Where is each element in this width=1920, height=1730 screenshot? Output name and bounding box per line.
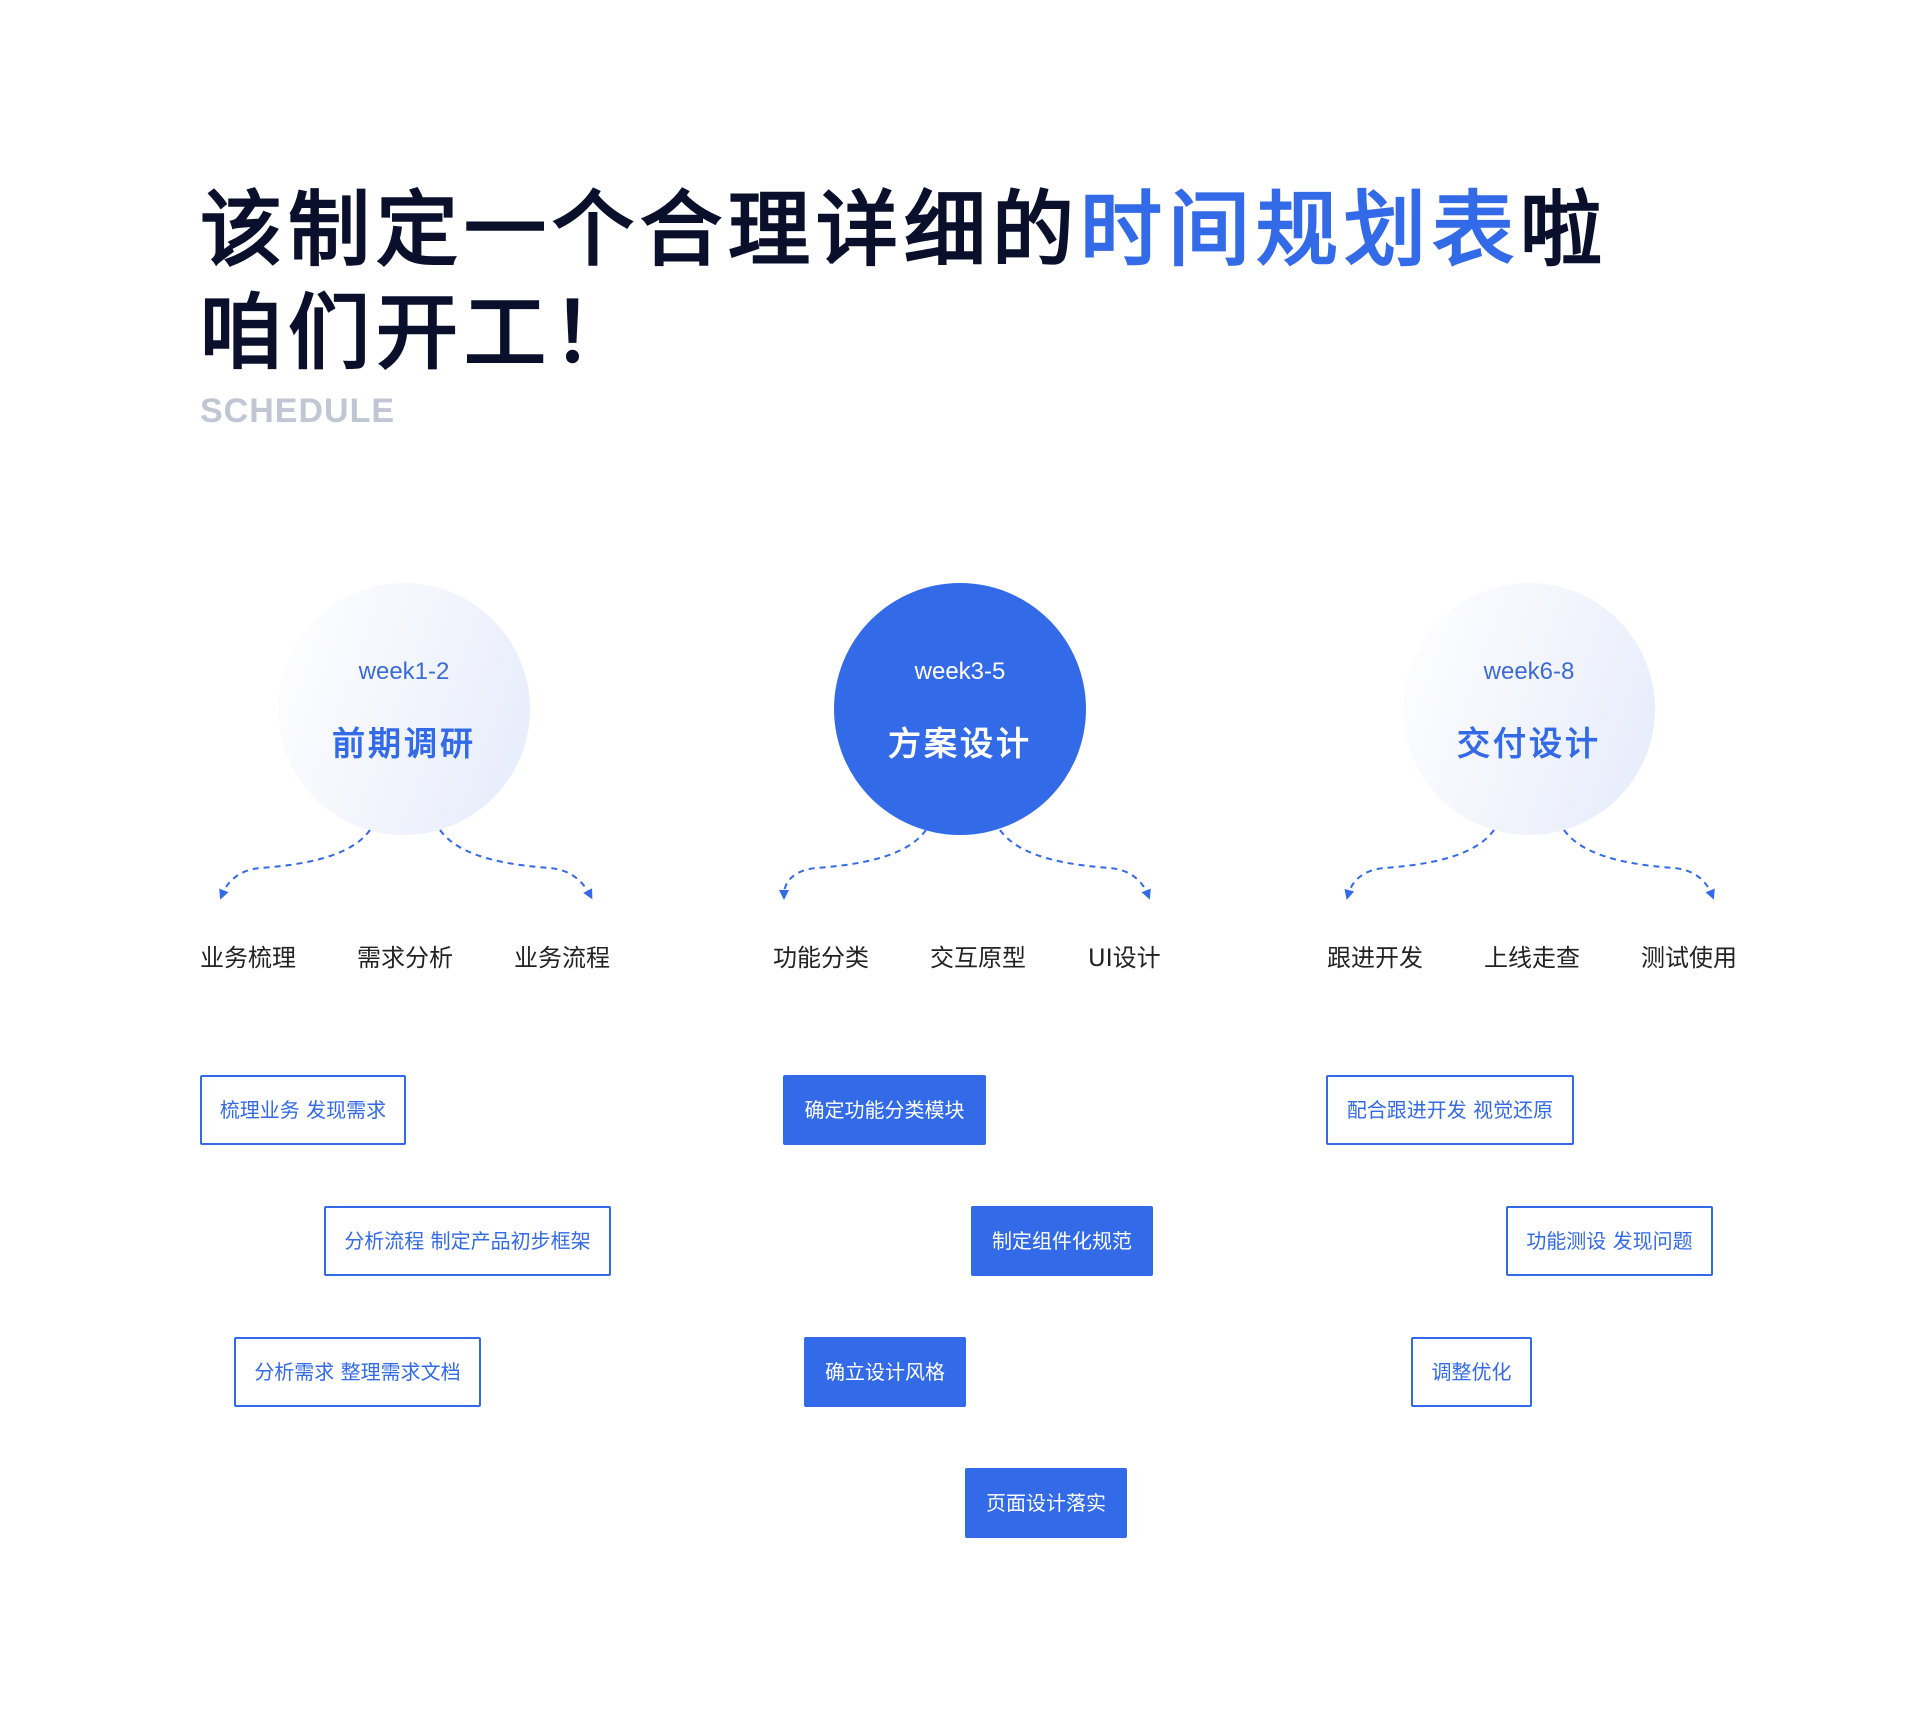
phase-subitem: 功能分类 — [773, 944, 869, 972]
phase-subitem: 测试使用 — [1641, 944, 1737, 972]
arrow-right-2 — [999, 829, 1151, 900]
arrow-left-2 — [779, 829, 927, 900]
page-title-line-1: 该制定一个合理详细的时间规划表啦 — [200, 190, 1608, 272]
title-suffix: 啦 — [1520, 183, 1609, 278]
task-box: 调整优化 — [1411, 1337, 1532, 1407]
phase-subitem: 业务流程 — [514, 944, 610, 972]
arrow-left-1 — [219, 829, 371, 900]
task-box-filled: 确定功能分类模块 — [783, 1075, 986, 1145]
phase-week-label: week3-5 — [914, 658, 1006, 685]
task-box: 梳理业务 发现需求 — [200, 1075, 406, 1145]
phase-circle-research: week1-2 前期调研 — [278, 583, 530, 835]
phase-subitem: 业务梳理 — [200, 944, 296, 972]
phase-subitem: 交互原型 — [930, 944, 1026, 972]
phase-name: 交付设计 — [1457, 724, 1601, 763]
task-box-filled: 制定组件化规范 — [971, 1206, 1153, 1276]
task-box: 分析流程 制定产品初步框架 — [324, 1206, 611, 1276]
task-box-filled: 确立设计风格 — [804, 1337, 966, 1407]
phase-subitem: 需求分析 — [357, 944, 453, 972]
title-prefix: 该制定一个合理详细的 — [200, 183, 1081, 278]
task-box: 配合跟进开发 视觉还原 — [1326, 1075, 1574, 1145]
phase-subitem: 上线走查 — [1484, 944, 1580, 972]
phase-name: 前期调研 — [332, 724, 476, 763]
title-highlight: 时间规划表 — [1080, 183, 1521, 278]
phase-circle-design: week3-5 方案设计 — [834, 583, 1086, 835]
phase-week-label: week1-2 — [358, 658, 450, 685]
phase-subitem: 跟进开发 — [1327, 944, 1423, 972]
task-box: 功能测设 发现问题 — [1506, 1206, 1713, 1276]
page-title-line-2: 咱们开工！ — [200, 286, 641, 381]
page-subtitle: SCHEDULE — [200, 392, 396, 430]
phase-name: 方案设计 — [888, 724, 1032, 763]
arrow-right-1 — [439, 829, 593, 900]
phase-circle-delivery: week6-8 交付设计 — [1403, 583, 1655, 835]
phase-week-label: week6-8 — [1483, 658, 1575, 685]
phase-subitem: UI设计 — [1088, 944, 1161, 972]
task-box-filled: 页面设计落实 — [965, 1468, 1127, 1538]
arrow-left-3 — [1344, 829, 1495, 900]
task-box: 分析需求 整理需求文档 — [234, 1337, 481, 1407]
arrow-right-3 — [1563, 829, 1715, 900]
